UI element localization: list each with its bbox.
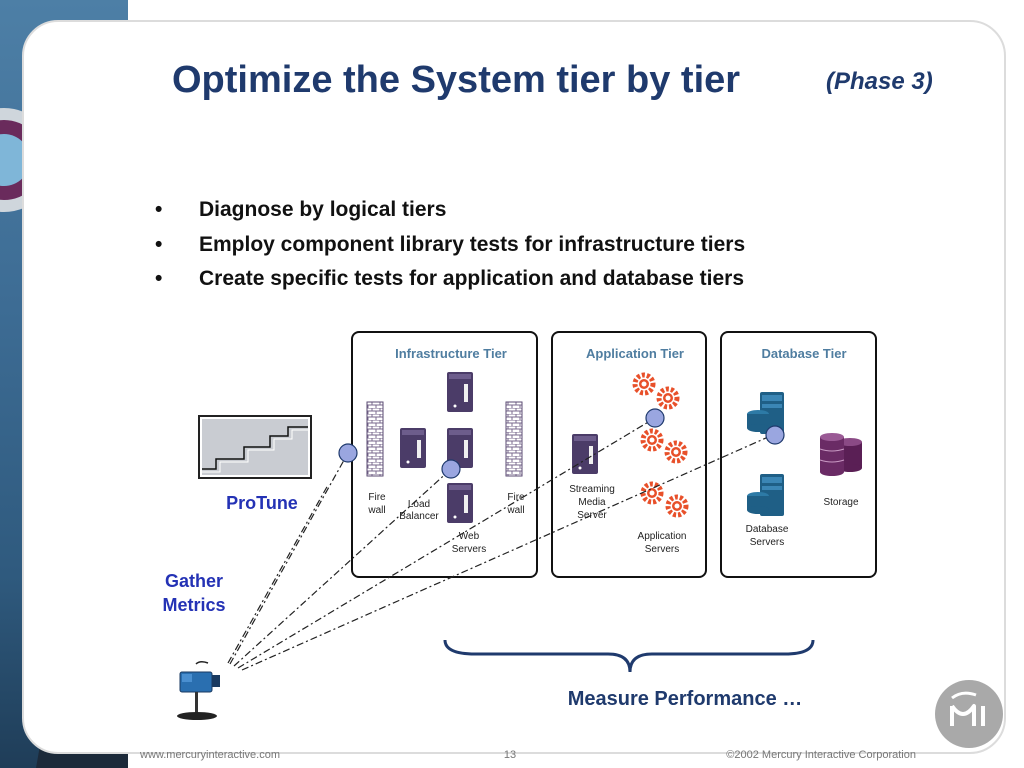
firewall-left-label-line2: wall [367, 505, 385, 516]
probe-node [441, 459, 461, 479]
footer-copyright: ©2002 Mercury Interactive Corporation [726, 749, 916, 761]
streaming-server-label-line1: Streaming [569, 484, 615, 495]
brick-firewall-icon [366, 401, 384, 477]
probe-node [765, 425, 785, 445]
brick-firewall-icon [505, 401, 523, 477]
application-servers-label-line2: Servers [645, 544, 679, 555]
streaming-server-label-line2: Media [578, 497, 606, 508]
application-servers-label-line1: Application [638, 531, 687, 542]
application-tier-label: Application Tier [586, 346, 684, 361]
firewall-right-label-line1: Fire [507, 492, 525, 503]
measure-brace [443, 639, 815, 673]
streaming-server-label-line3: Server [577, 510, 607, 521]
firewall-left-label-line1: Fire [368, 492, 386, 503]
load-balancer-label-line2: Balancer [399, 511, 439, 522]
storage-label: Storage [823, 497, 858, 508]
storage-cylinder-icon [819, 433, 862, 476]
probe-node [338, 443, 358, 463]
database-servers-label-line2: Servers [750, 537, 784, 548]
measure-performance-label: Measure Performance … [568, 688, 803, 710]
web-servers-label-line1: Web [459, 531, 480, 542]
gather-metrics-label-line1: Gather [165, 571, 223, 591]
protune-label: ProTune [226, 493, 298, 513]
camera-probe-icon [177, 660, 220, 720]
database-servers-label-line1: Database [746, 524, 789, 535]
server-tower-icon [447, 372, 473, 412]
server-tower-icon [447, 483, 473, 523]
database-tier-box [720, 331, 877, 578]
bullet-item: Create specific tests for application an… [155, 265, 875, 300]
infrastructure-tier-label: Infrastructure Tier [395, 346, 507, 361]
metric-lines [227, 417, 776, 671]
protune-chart-icon [198, 415, 312, 479]
database-tier-label: Database Tier [761, 346, 846, 361]
footer-url: www.mercuryinteractive.com [140, 749, 280, 761]
server-tower-icon [400, 428, 426, 468]
slide-title: Optimize the System tier by tier [172, 59, 741, 101]
bullet-item: Employ component library tests for infra… [155, 231, 875, 266]
web-servers-label-line2: Servers [452, 544, 486, 555]
bullet-list: Diagnose by logical tiers Employ compone… [155, 196, 875, 300]
mercury-logo-icon [935, 680, 1003, 748]
gather-metrics-label-line2: Metrics [162, 595, 225, 615]
load-balancer-label-line1: Load [408, 499, 430, 510]
firewall-right-label-line2: wall [506, 505, 524, 516]
probe-node [645, 408, 665, 428]
slide-subtitle: (Phase 3) [826, 68, 933, 95]
bullet-item: Diagnose by logical tiers [155, 196, 875, 231]
footer-page-number: 13 [503, 749, 517, 761]
